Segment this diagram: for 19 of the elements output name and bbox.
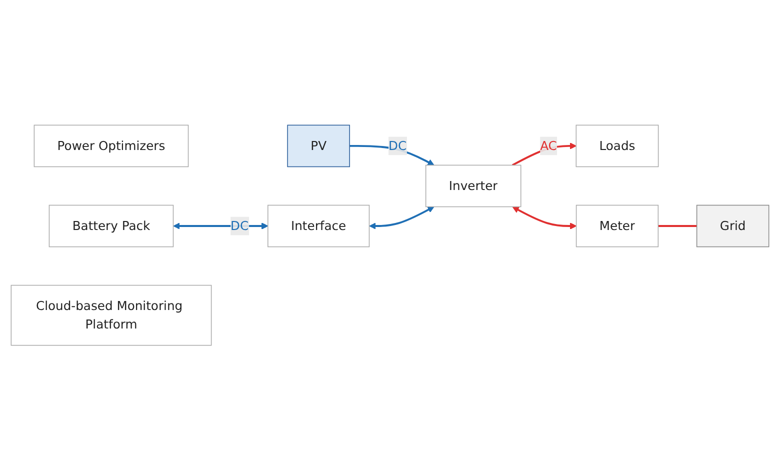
arrow xyxy=(350,144,434,166)
arrow xyxy=(369,206,434,230)
arrow xyxy=(512,206,577,230)
edge-label: DC xyxy=(230,218,249,233)
edge-label: DC xyxy=(388,138,407,153)
node-box xyxy=(10,284,212,346)
edge-label: AC xyxy=(540,138,557,153)
arrow xyxy=(173,222,268,230)
node-box xyxy=(48,204,174,247)
node-box xyxy=(268,204,370,247)
node-box xyxy=(425,164,522,207)
connector xyxy=(658,224,697,227)
node-box xyxy=(576,204,659,247)
arrow xyxy=(512,142,576,166)
system-diagram: Power Optimizers PV DC AC Loads Inverter Battery Pack DC Interface Meter Grid Cloud-based Monitoring Platform xyxy=(5,118,775,352)
node-box xyxy=(576,124,659,167)
node-box xyxy=(696,204,770,247)
node-box xyxy=(287,124,350,167)
node-box xyxy=(34,124,189,167)
